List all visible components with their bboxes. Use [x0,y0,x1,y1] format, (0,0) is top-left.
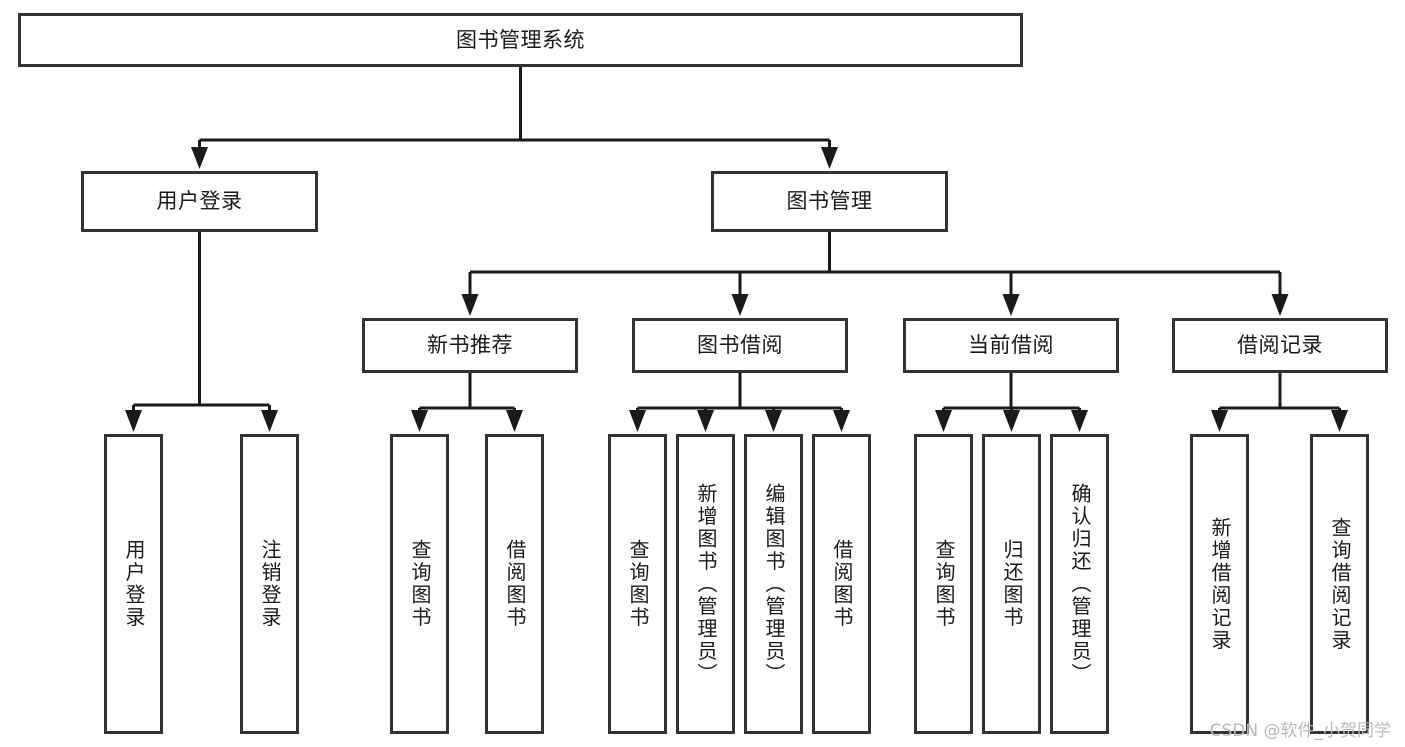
arrow-icon-borrow [731,294,749,316]
node-box-records[interactable] [1172,318,1388,373]
edge-group-current [935,373,1088,432]
node-box-bookmgmt[interactable] [711,171,948,232]
arrow-icon-leaf-13 [1331,410,1348,432]
node-box-leaf-5[interactable] [608,434,667,734]
edge-group-newbook [411,373,523,432]
edge-group-borrow [629,373,850,432]
arrow-icon-bookmgmt [821,147,838,169]
node-box-login[interactable] [81,171,318,232]
node-box-leaf-2[interactable] [240,434,299,734]
connector-layer [125,67,1348,432]
node-box-leaf-8[interactable] [812,434,871,734]
node-box-leaf-10[interactable] [982,434,1041,734]
arrow-icon-leaf-6 [697,410,714,432]
arrow-icon-leaf-3 [411,410,428,432]
arrow-icon-leaf-2 [261,410,278,432]
node-box-leaf-7[interactable] [744,434,803,734]
arrow-icon-newbook [461,294,479,316]
node-box-layer [18,13,1388,734]
arrow-icon-leaf-7 [765,410,782,432]
node-box-leaf-3[interactable] [390,434,449,734]
node-box-leaf-12[interactable] [1190,434,1249,734]
arrow-icon-leaf-9 [935,410,952,432]
node-box-root[interactable] [18,13,1023,67]
node-box-newbook[interactable] [362,318,578,373]
edge-group-root [191,67,838,169]
node-box-leaf-1[interactable] [104,434,163,734]
node-box-leaf-11[interactable] [1050,434,1109,734]
arrow-icon-leaf-1 [125,410,142,432]
edge-group-bookmgmt [461,232,1289,316]
arrow-icon-leaf-12 [1211,410,1228,432]
node-box-leaf-9[interactable] [914,434,973,734]
node-box-borrow[interactable] [632,318,848,373]
arrow-icon-login [191,147,208,169]
arrow-icon-leaf-5 [629,410,646,432]
edge-group-login [125,232,278,432]
node-box-current[interactable] [903,318,1119,373]
arrow-icon-leaf-8 [833,410,850,432]
edge-group-records [1211,373,1348,432]
node-box-leaf-6[interactable] [676,434,735,734]
arrow-icon-leaf-10 [1003,410,1020,432]
arrow-icon-current [1002,294,1020,316]
arrow-icon-records [1271,294,1289,316]
arrow-icon-leaf-11 [1071,410,1088,432]
node-box-leaf-13[interactable] [1310,434,1369,734]
node-box-leaf-4[interactable] [485,434,544,734]
arrow-icon-leaf-4 [506,410,523,432]
